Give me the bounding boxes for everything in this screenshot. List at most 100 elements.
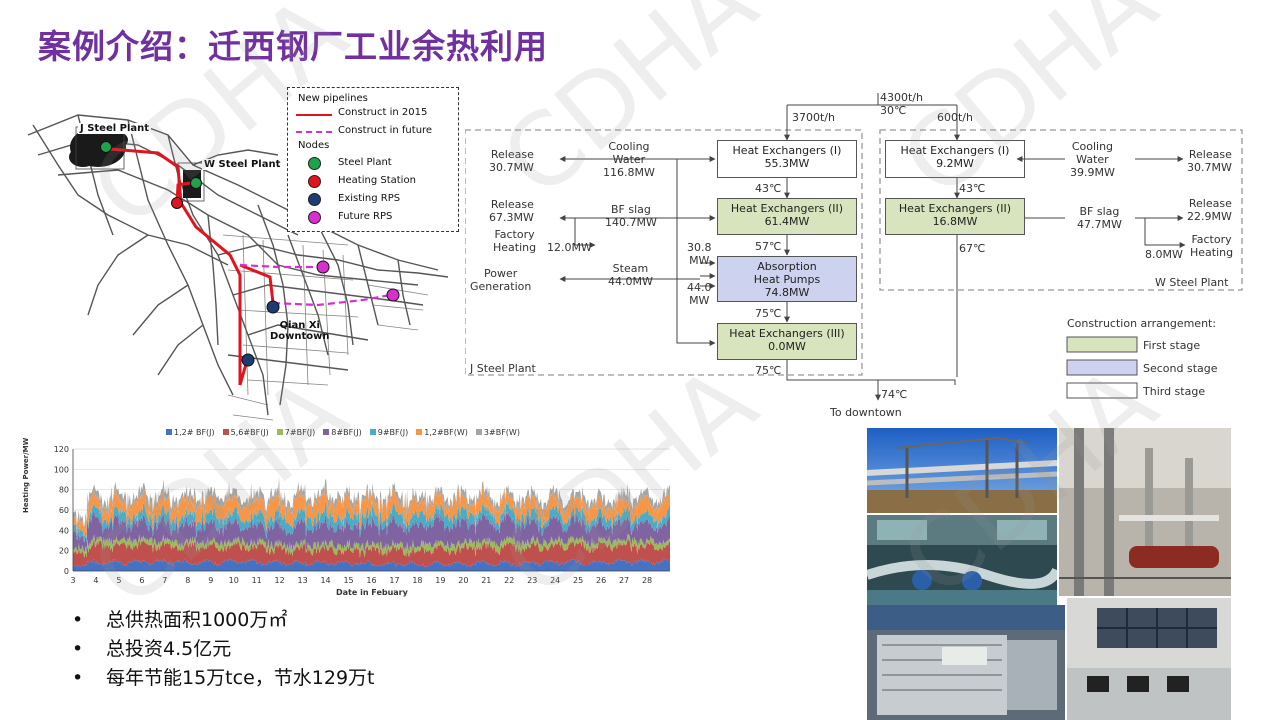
pipeline-2015-branch (239, 263, 275, 304)
label-w-steel-plant: W Steel Plant (202, 159, 283, 170)
chart-legend-swatch (222, 429, 229, 435)
pipeline-future-1 (239, 263, 323, 269)
j-cooling-value: 116.8MW (603, 166, 655, 179)
chart-ytick-label: 120 (54, 445, 69, 454)
chart-xtick-label: 3 (70, 576, 75, 585)
j-factory-line2: Heating (493, 241, 537, 254)
j-release-2-label: Release (490, 198, 534, 211)
w-hx1-box: Heat Exchangers (I) 9.2MW (885, 140, 1025, 178)
w-cooling-water: Cooling Water 39.9MW (1070, 140, 1115, 179)
chart-area-series-3 (73, 510, 670, 553)
j-release-1-label: Release (490, 148, 534, 161)
chart-legend-swatch (323, 429, 330, 435)
j-hx2-box: Heat Exchangers (II) 61.4MW (717, 198, 857, 235)
j-factory-heating: Factory Heating (493, 228, 536, 254)
chart-area-series-5 (73, 484, 670, 540)
chart-xtick-label: 23 (527, 576, 537, 585)
j-hx2-name: Heat Exchangers (II) (730, 202, 844, 215)
w-factory-line2: Heating (1190, 246, 1234, 259)
chart-xtick-label: 4 (93, 576, 98, 585)
w-factory-heating: Factory Heating (1190, 233, 1233, 259)
flow-lines (465, 93, 1243, 401)
j-hx3-value: 0.0MW (768, 340, 806, 353)
node-w-steel-plant (190, 177, 202, 189)
w-plant-boundary (879, 129, 1243, 291)
j-ahp-box: Absorption Heat Pumps 74.8MW (717, 256, 857, 302)
w-hx1-value: 9.2MW (936, 157, 974, 170)
j-plant-boundary (465, 129, 863, 376)
chart-xtick-label: 5 (116, 576, 121, 585)
j-side-1-unit: MW (689, 254, 710, 267)
chart-xlabel: Date in Febuary (336, 588, 408, 597)
chart-xtick-label: 17 (389, 576, 399, 585)
legend-pipelines-header: New pipelines (298, 93, 368, 104)
chart-area-series-6 (73, 477, 670, 531)
chart-area-series-0 (73, 558, 670, 571)
w-hx1-name: Heat Exchangers (I) (900, 144, 1010, 157)
photo-control-room (1067, 598, 1231, 720)
node-heating-station (171, 197, 183, 209)
j-temp-43: 43℃ (755, 182, 782, 195)
j-bf-slag: BF slag 140.7MW (605, 203, 657, 229)
chart-xtick-label: 21 (481, 576, 491, 585)
j-release-1: Release 30.7MW (489, 148, 534, 174)
chart-xtick-label: 7 (162, 576, 167, 585)
w-factory-value: 8.0MW (1145, 248, 1183, 261)
street-minor (222, 234, 429, 421)
chart-xtick-label: 27 (619, 576, 629, 585)
chart-legend-item-0: 1,2# BF(J) (166, 428, 215, 437)
chart-legend-label: 8#BF(J) (331, 428, 362, 437)
photo-heat-exchanger (1059, 428, 1231, 596)
chart-legend-item-1: 5,6#BF(J) (222, 428, 269, 437)
j-ahp-line2: Heat Pumps (753, 273, 821, 286)
j-side-1: 30.8 MW (687, 241, 712, 267)
legend-existing-rps: Existing RPS (338, 193, 401, 204)
pipeline-2015-w (175, 181, 191, 204)
chart-ylabel: Heating Power/MW (22, 437, 30, 513)
chart-xtick-label: 19 (435, 576, 445, 585)
chart-xtick-label: 14 (320, 576, 330, 585)
chart-legend-swatch (369, 429, 376, 435)
chart-legend: 1,2# BF(J)5,6#BF(J)7#BF(J)8#BF(J)9#BF(J)… (166, 428, 528, 437)
j-power-line2: Generation (470, 280, 532, 293)
chart-legend-label: 1,2# BF(J) (174, 428, 215, 437)
j-steam: Steam 44.0MW (608, 262, 653, 288)
chart-xtick-label: 15 (343, 576, 353, 585)
total-flow: 4300t/h (880, 91, 923, 104)
chart-ytick-label: 80 (59, 486, 69, 495)
arrangement-third: Third stage (1143, 385, 1206, 398)
heat-flow-diagram: 4300t/h 30℃ 3700t/h 600t/h Heat Exchange… (465, 85, 1265, 425)
output-label: To downtown (830, 406, 902, 419)
j-power-line1: Power (484, 267, 518, 280)
slide-title: 案例介绍：迁西钢厂工业余热利用 (38, 27, 548, 66)
j-plant-label: J Steel Plant (470, 362, 536, 375)
j-hx2-value: 61.4MW (764, 215, 810, 228)
chart-legend-swatch (166, 429, 172, 435)
w-cooling-line2: Water (1076, 153, 1109, 166)
chart-legend-label: 3#BF(W) (483, 428, 520, 437)
j-side-2-value: 44.0 (687, 281, 712, 294)
j-hx1-value: 55.3MW (764, 157, 810, 170)
j-steam-label: Steam (612, 262, 649, 275)
j-factory-line1: Factory (494, 228, 535, 241)
j-release-1-value: 30.7MW (489, 161, 534, 174)
j-temp-75b: 75℃ (755, 364, 782, 377)
j-side-1-value: 30.8 (687, 241, 712, 254)
w-flow: 600t/h (937, 111, 973, 124)
legend-dot-existing-rps (308, 193, 321, 206)
legend-dot-future-rps (308, 211, 321, 224)
node-future-rps-2 (386, 288, 400, 302)
j-ahp-line1: Absorption (757, 260, 817, 273)
w-hx2-box: Heat Exchangers (II) 16.8MW (885, 198, 1025, 235)
chart-xtick-label: 16 (366, 576, 376, 585)
chart-legend-item-5: 1,2#BF(W) (416, 428, 468, 437)
pipeline-2015 (109, 147, 250, 386)
legend-line-2015 (296, 114, 332, 116)
j-bf-slag-label: BF slag (610, 203, 651, 216)
j-cooling-line2: Water (612, 153, 646, 166)
chart-legend-label: 7#BF(J) (284, 428, 316, 437)
w-cooling-line1: Cooling (1071, 140, 1114, 153)
w-hx2-value: 16.8MW (932, 215, 978, 228)
legend-construct-future: Construct in future (338, 125, 433, 136)
j-side-2-unit: MW (689, 294, 710, 307)
